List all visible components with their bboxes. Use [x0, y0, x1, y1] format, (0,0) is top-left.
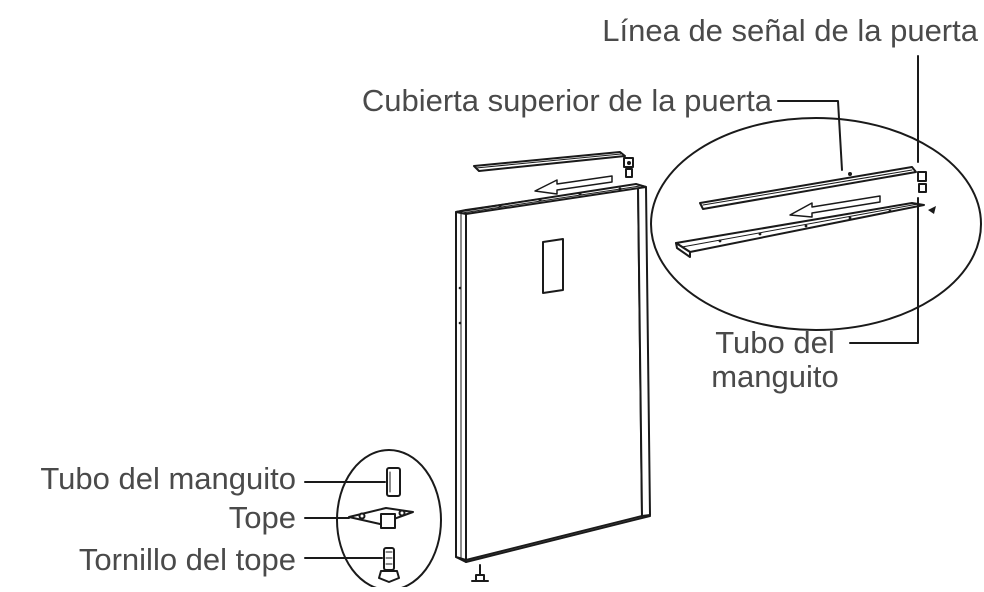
label-sleeve-tube-upper-line1: Tubo del — [715, 325, 835, 360]
label-stopper: Tope — [228, 500, 296, 535]
door-slide-arrow — [534, 175, 613, 195]
door-top-cover-part — [473, 151, 626, 172]
label-sleeve-tube-lower: Tubo del manguito — [40, 461, 296, 496]
leader-lines — [304, 55, 919, 559]
label-stopper-screw: Tornillo del tope — [78, 542, 296, 577]
label-sleeve-tube-upper: Tubo del manguito — [700, 326, 850, 394]
top-hinge-parts — [623, 157, 634, 178]
label-sleeve-tube-upper-line2: manguito — [711, 359, 839, 394]
top-detail-callout — [650, 117, 982, 331]
door-panel — [455, 183, 651, 582]
bottom-detail-callout — [336, 449, 442, 591]
label-door-top-cover: Cubierta superior de la puerta — [361, 83, 772, 118]
label-door-signal-line: Línea de señal de la puerta — [602, 13, 978, 48]
